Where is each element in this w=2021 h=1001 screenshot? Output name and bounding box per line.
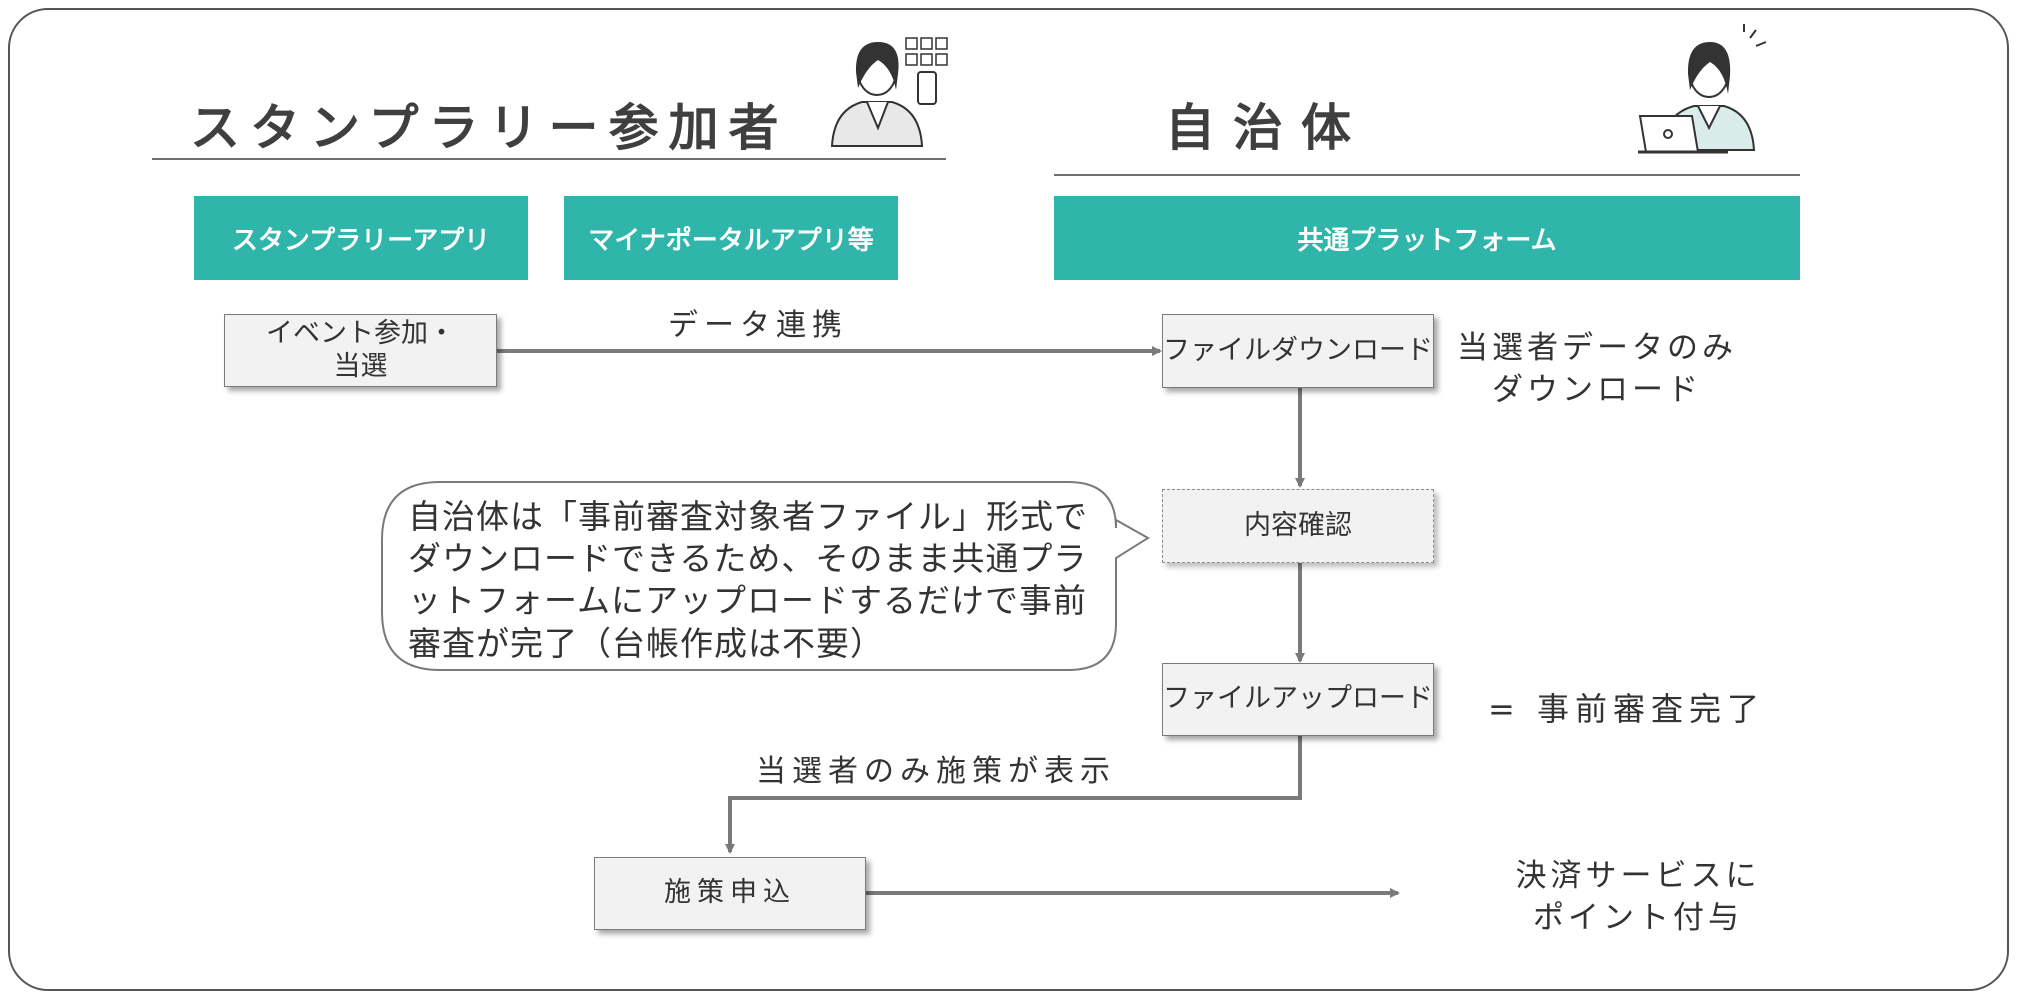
display-note-label: 当選者のみ施策が表示 [756,754,1116,789]
callout-text: 自治体は「事前審査対象者ファイル」形式でダウンロードできるため、そのまま共通プラ… [408,497,1088,663]
download-note: 当選者データのみ ダウンロード [1457,330,1737,408]
data-link-label: データ連携 [668,308,848,343]
woman-with-phone-icon [830,37,948,147]
participant-section-title: スタンプラリー参加者 [190,99,789,157]
municipality-section-title: 自治体 [1165,99,1369,157]
file-upload-box: ファイルアップロード [1162,663,1434,736]
callout-bubble [381,481,1150,671]
tab-mynaportal-app: マイナポータルアプリ等 [564,196,898,280]
payment-note: 決済サービスに ポイント付与 [1515,858,1761,936]
diagram-frame [8,8,2009,991]
tab-stamp-rally-app: スタンプラリーアプリ [194,196,528,280]
municipality-header-rule [1054,174,1800,176]
tab-common-platform: 共通プラットフォーム [1054,196,1800,280]
review-complete-label: = 事前審査完了 [1488,690,1765,728]
event-participation-box: イベント参加・ 当選 [224,314,497,387]
arrow-upload-to-apply [725,736,1302,854]
participant-header-rule [152,158,946,160]
measure-application-box: 施策申込 [594,857,866,930]
woman-with-laptop-icon [1638,24,1767,154]
file-download-box: ファイルダウンロード [1162,314,1434,388]
content-check-box: 内容確認 [1162,489,1434,563]
